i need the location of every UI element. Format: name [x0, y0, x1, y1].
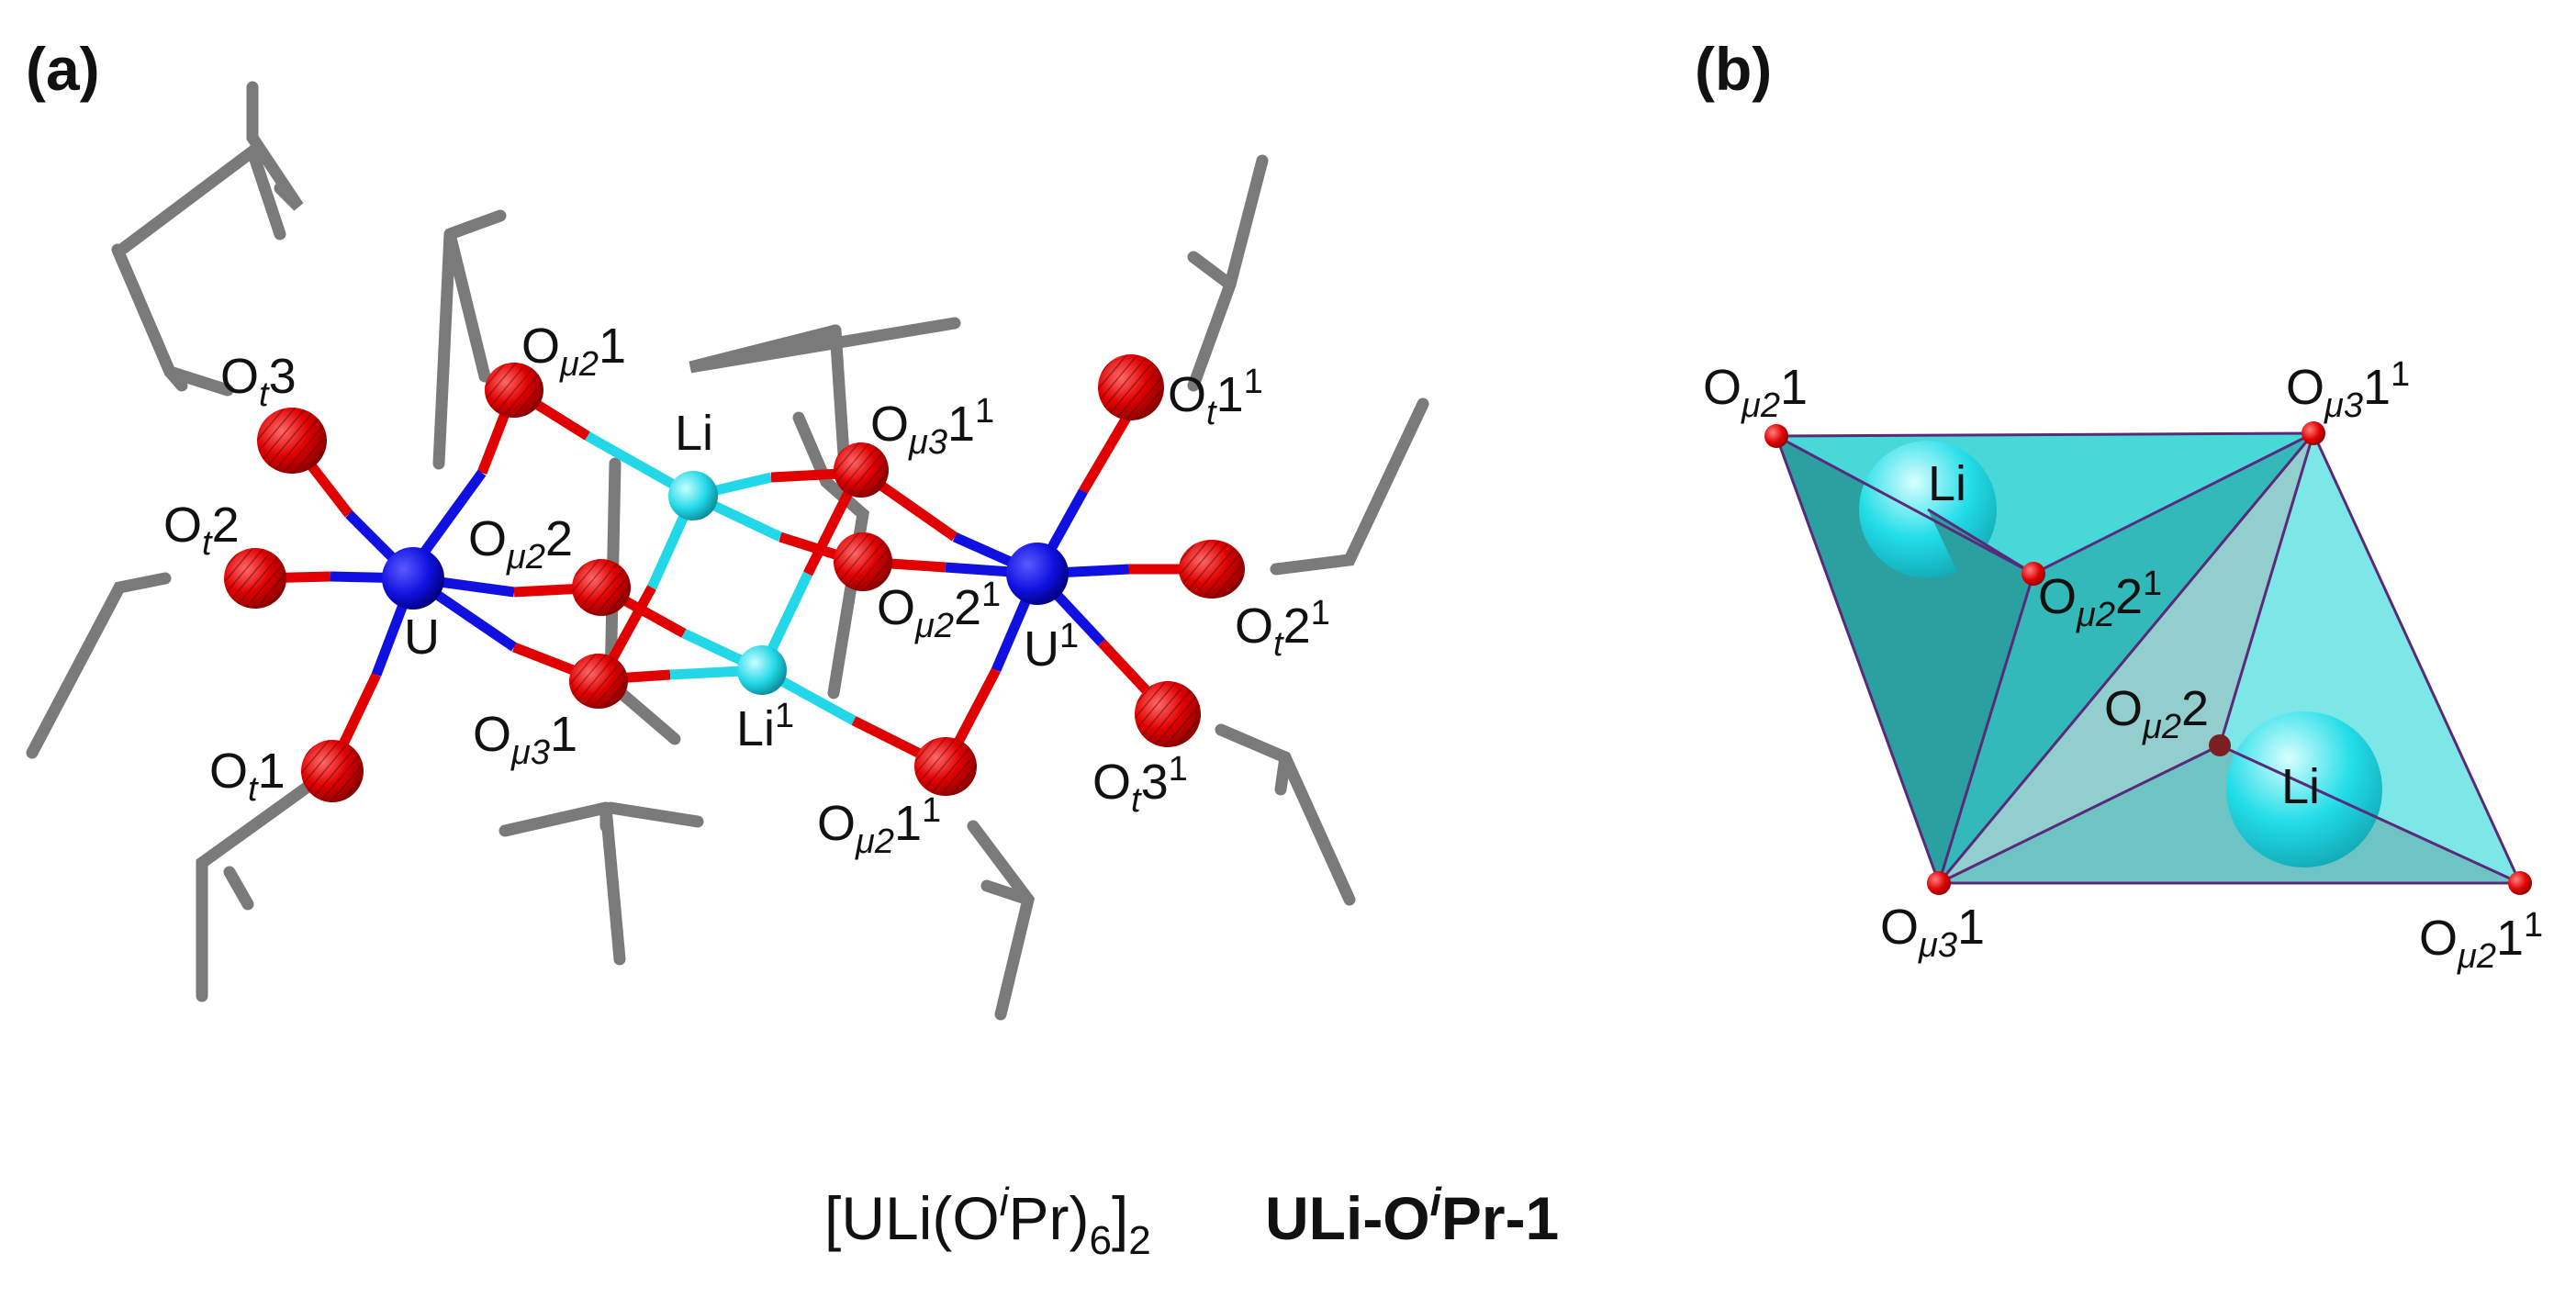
label-ot2-1: Ot21: [1235, 594, 1330, 664]
ligand-omu2-1-top2: [443, 209, 507, 241]
ligand-ot3b: [163, 365, 234, 397]
caption-compound-name: ULi-OiPr-1: [1265, 1180, 1559, 1252]
ligand-ot3: [111, 243, 188, 392]
label-ot1-1: Ot11: [1168, 363, 1263, 432]
label-ot3-1: Ot31: [1092, 750, 1188, 820]
edge-b: [2033, 431, 2314, 576]
label-v-omu3-1: Oμ31: [1880, 900, 1985, 965]
atom-ot3: [257, 408, 327, 474]
ligand-omu3-1: [599, 807, 626, 966]
caption-formula: [ULi(OiPr)6]2: [824, 1180, 1151, 1263]
caption: [ULi(OiPr)6]2 ULi-OiPr-1: [824, 1180, 1559, 1263]
vertex-omu3-1: [1927, 871, 1951, 895]
ligand-omu2-1b: [118, 141, 286, 254]
atom-li: [668, 471, 718, 520]
label-v-omu2-1-1: Oμ211: [2419, 906, 2543, 976]
ligand-omu3-1-1d: [820, 476, 869, 699]
li-sphere-top-cut: [1928, 509, 2033, 587]
bond-u1-ot1-1: [1079, 410, 1134, 494]
li-sphere-bottom: [2226, 711, 2382, 867]
ligand-ot1: [196, 774, 323, 1002]
atom-ot1-1: [1098, 354, 1164, 420]
atom-ot1: [301, 740, 364, 802]
label-ot3: Ot3: [220, 349, 297, 414]
edge-f: [1938, 744, 2221, 885]
vertex-omu2-2-1: [2022, 562, 2045, 586]
atom-u1: [1006, 543, 1069, 605]
label-u: U: [404, 610, 440, 665]
ligand-omu2-1-1b: [980, 879, 1035, 906]
atom-omu2-2: [572, 559, 631, 616]
atom-omu3-1: [569, 654, 628, 709]
atom-omu2-1-1: [914, 737, 977, 796]
atom-labels: Oμ21 Ot3 Ot2 Ot1 Oμ22 Oμ31 U Li Li1 Oμ31…: [163, 319, 1330, 861]
edge-a: [1775, 434, 2034, 576]
atom-li1: [737, 645, 787, 695]
label-u1: U1: [1024, 617, 1079, 677]
panel-a-label: (a): [26, 35, 100, 103]
atom-omu3-1-1: [834, 442, 889, 498]
label-omu2-2: Oμ22: [468, 511, 573, 576]
label-li1: Li1: [736, 697, 794, 756]
atom-ot2-1: [1179, 540, 1245, 599]
ligand-ot2: [26, 572, 172, 759]
edge-e: [2218, 432, 2315, 746]
ligand-omu3-1c: [604, 801, 704, 828]
panel-b-label: (b): [1695, 35, 1772, 103]
vertex-omu2-2: [2209, 734, 2231, 756]
label-li-bottom: Li: [2281, 759, 2320, 814]
face-bottom: [1939, 745, 2520, 883]
carbon-bonds: [26, 81, 1429, 1021]
edge-c: [1937, 573, 2035, 884]
label-omu2-1-1: Oμ211: [817, 791, 941, 861]
label-omu2-2-1: Oμ221: [877, 576, 1001, 645]
label-ot2: Ot2: [163, 498, 240, 563]
panel-b: (b) Li: [1695, 35, 2543, 976]
label-li: Li: [675, 406, 713, 461]
label-v-omu2-2-1: Oμ221: [2038, 565, 2162, 634]
label-ot1: Ot1: [209, 744, 286, 809]
vertex-omu2-1-1: [2508, 871, 2532, 895]
label-li-top: Li: [1928, 456, 1966, 511]
atom-ot3-1: [1135, 681, 1201, 747]
ligand-omu3-1b: [498, 801, 612, 837]
ligand-omu2-1: [246, 81, 304, 211]
ligand-omu2-1-top: [432, 232, 491, 470]
ligand-omu3-1-1b: [829, 324, 851, 475]
label-v-omu2-1: Oμ21: [1703, 360, 1808, 425]
li-o-polyhedron: [1764, 421, 2532, 895]
label-omu3-1: Oμ31: [473, 707, 577, 772]
ligand-ot3-1b: [1274, 751, 1292, 796]
ligand-ot2-1: [1270, 397, 1429, 576]
label-v-omu2-2: Oμ22: [2104, 681, 2209, 746]
ligand-ot1-1b: [1187, 251, 1237, 291]
polyhedron-labels: Li Li Oμ21 Oμ311 Oμ221 Oμ22 Oμ31 Oμ211: [1703, 355, 2543, 976]
ligand-omu2-1-1: [967, 820, 1036, 1021]
atom-u: [382, 547, 444, 610]
vertex-omu3-1-1: [2302, 421, 2325, 445]
edge-li-top: [1927, 508, 2034, 576]
ligand-ot1-1: [1187, 154, 1269, 392]
atoms: [224, 354, 1245, 802]
label-omu2-1: Oμ21: [521, 319, 626, 384]
edge-d: [1937, 432, 2315, 884]
ligand-ot1b: [223, 866, 254, 911]
ligand-omu3-1-1: [689, 317, 961, 374]
panel-a: (a): [26, 35, 1429, 1021]
atom-omu2-2-1: [834, 532, 892, 591]
label-omu3-1-1: Oμ311: [870, 392, 994, 462]
label-v-omu3-1-1: Oμ311: [2286, 355, 2410, 425]
edge-g: [2219, 744, 2521, 885]
atom-ot2: [224, 548, 286, 609]
atom-omu2-1: [485, 363, 543, 418]
vertex-omu2-1: [1764, 424, 1788, 448]
